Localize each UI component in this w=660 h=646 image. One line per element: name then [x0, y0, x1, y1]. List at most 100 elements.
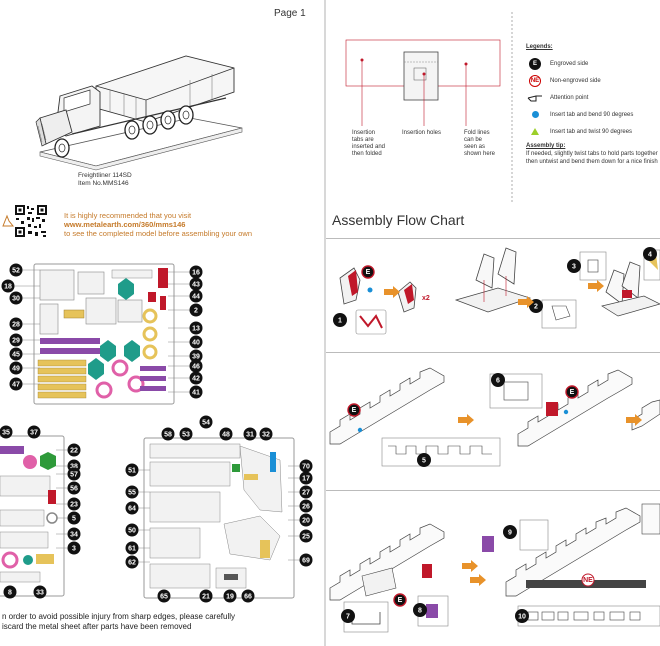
callout-circle	[189, 289, 203, 303]
callout-circle	[125, 523, 139, 537]
part-callout: 21	[199, 589, 213, 603]
legend-label: Insert tab and twist 90 degrees	[550, 128, 633, 135]
callout-number: 10	[518, 613, 526, 620]
badge-label: NE	[583, 577, 593, 584]
callout-number: 13	[192, 325, 200, 332]
callout-circle	[33, 585, 47, 599]
callout-circle	[219, 427, 233, 441]
callout-number: 46	[192, 363, 200, 370]
flow-chart-title: Assembly Flow Chart	[332, 212, 465, 228]
part-callout: 51	[125, 463, 139, 477]
callout-number: 34	[70, 531, 78, 538]
callout-circle	[299, 485, 313, 499]
part-callout: 3	[67, 541, 81, 555]
part-callout: 16	[189, 265, 203, 279]
callout-circle	[333, 313, 347, 327]
fold-lines-label: Fold lines can be seen as shown here	[464, 130, 496, 157]
callout-circle	[67, 541, 81, 555]
part-callout: 46	[189, 359, 203, 373]
truck-illustration	[35, 55, 243, 171]
badge-label: E	[570, 389, 575, 396]
visit-url-link[interactable]: www.metalearth.com/360/mms146	[64, 220, 186, 229]
callout-number: 37	[30, 429, 38, 436]
callout-number: 40	[192, 339, 200, 346]
callout-number: 3	[72, 545, 76, 552]
callout-circle	[67, 481, 81, 495]
callout-number: 8	[418, 607, 422, 614]
part-callout: 37	[27, 425, 41, 439]
insertion-tabs-label: Insertion tabs are inserted and then fol…	[352, 130, 386, 157]
callout-number: 2	[194, 307, 198, 314]
visit-line-1: It is highly recommended that you visit	[64, 211, 192, 220]
callout-number: 4	[648, 251, 652, 258]
callout-circle	[341, 609, 355, 623]
flow-arrow-icon	[470, 574, 486, 586]
callout-number: 27	[302, 489, 310, 496]
page-gutter	[324, 0, 326, 646]
part-callout: 29	[9, 333, 23, 347]
callout-circle	[241, 589, 255, 603]
callout-number: 32	[262, 431, 270, 438]
callout-number: 33	[36, 589, 44, 596]
callout-circle	[67, 467, 81, 481]
callout-circle	[27, 425, 41, 439]
part-callout: 49	[9, 361, 23, 375]
part-callout: 53	[179, 427, 193, 441]
pointing-hand-icon	[527, 95, 542, 101]
legend-row-attention: Attention point	[526, 89, 660, 106]
flow-arrow-icon	[588, 280, 604, 292]
part-callout: 19	[223, 589, 237, 603]
part-callout: 26	[299, 499, 313, 513]
legend-row-twist: Insert tab and twist 90 degrees	[526, 123, 660, 140]
callout-number: 47	[12, 381, 20, 388]
part-callout: 42	[189, 371, 203, 385]
callout-number: 54	[202, 419, 210, 426]
safety-warning: n order to avoid possible injury from sh…	[2, 612, 235, 632]
part-callout: 54	[199, 415, 213, 429]
callout-number: 61	[128, 545, 136, 552]
legend-row-non-engraved: NE Non-engroved side	[526, 72, 660, 89]
callout-circle	[9, 377, 23, 391]
flow-divider	[326, 238, 660, 239]
badge-circle	[393, 593, 407, 607]
callout-circle	[299, 553, 313, 567]
instruction-page-right: Insertion tabs are inserted and then fol…	[326, 0, 660, 646]
callout-number: 8	[8, 589, 12, 596]
callout-circle	[67, 511, 81, 525]
callout-number: 42	[192, 375, 200, 382]
part-callout: 52	[9, 263, 23, 277]
qr-code-icon[interactable]	[14, 204, 48, 238]
part-callout: 47	[9, 377, 23, 391]
callout-number: 31	[246, 431, 254, 438]
callout-circle	[125, 501, 139, 515]
part-callout: 3	[567, 259, 581, 273]
callout-circle	[125, 555, 139, 569]
part-callout: 32	[259, 427, 273, 441]
part-callout: 8	[3, 585, 17, 599]
part-callout: 40	[189, 335, 203, 349]
part-callout: 22	[67, 443, 81, 457]
part-callout: 25	[299, 529, 313, 543]
part-callout: 4	[643, 247, 657, 261]
callout-circle	[223, 589, 237, 603]
flow-divider	[326, 490, 660, 491]
callout-number: 51	[128, 467, 136, 474]
flow-arrow-icon	[458, 414, 474, 426]
callout-number: 52	[12, 267, 20, 274]
page-label: Page 1	[274, 8, 306, 19]
legend-label: Non-engroved side	[550, 77, 601, 84]
callout-number: 70	[302, 463, 310, 470]
part-callout: 57	[67, 467, 81, 481]
part-callout: 34	[67, 527, 81, 541]
callout-number: 5	[422, 457, 426, 464]
callout-circle	[299, 459, 313, 473]
callout-circle	[189, 265, 203, 279]
part-callout: 43	[189, 277, 203, 291]
part-callout: 62	[125, 555, 139, 569]
callout-circle	[9, 361, 23, 375]
multiplier-text: x2	[422, 295, 430, 302]
part-callout: 33	[33, 585, 47, 599]
assembly-tip-text: If needed, slightly twist tabs to hold p…	[526, 151, 658, 165]
